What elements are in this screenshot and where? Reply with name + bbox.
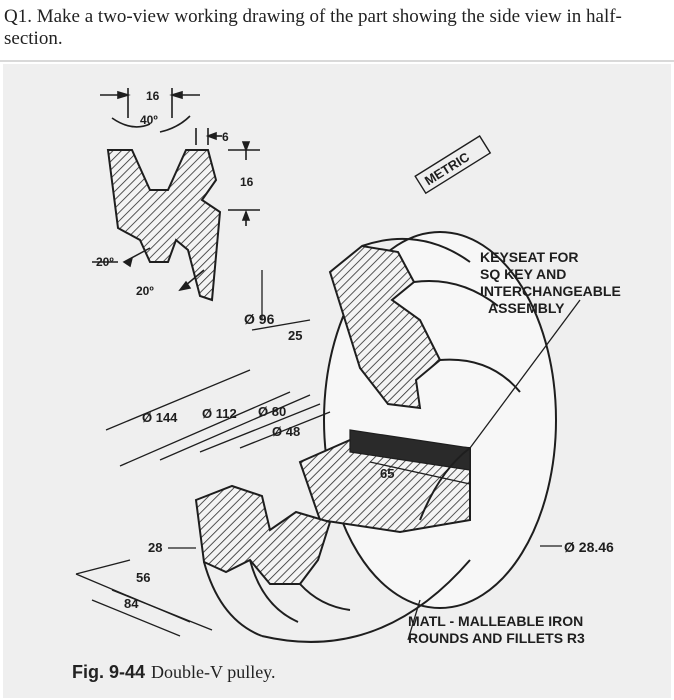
dim-d48: Ø 48 (272, 424, 300, 439)
dim-d96: Ø 96 (244, 311, 275, 327)
question-divider (0, 60, 674, 62)
dim-d144: Ø 144 (142, 410, 178, 425)
groove-angle-marks (92, 247, 205, 292)
pulley-dimension-lines (75, 270, 581, 641)
keyseat (349, 429, 471, 471)
dim-top-width: 16 (146, 89, 160, 103)
dim-d112: Ø 112 (202, 406, 237, 421)
groove-section-shape (106, 149, 222, 302)
dim-d28-46: Ø 28.46 (564, 539, 614, 555)
figure-title: Double-V pulley. (151, 662, 276, 682)
material-note: MATL - MALLEABLE IRON ROUNDS AND FILLETS… (408, 613, 585, 646)
dim-flat: 6 (222, 130, 229, 144)
dim-25: 25 (288, 328, 302, 343)
question-text: Q1. Make a two-view working drawing of t… (4, 6, 622, 49)
keyseat-note: KEYSEAT FOR SQ KEY AND INTERCHANGEABLE A… (480, 249, 621, 316)
svg-text:MATL - MALLEABLE IRON: MATL - MALLEABLE IRON (408, 613, 583, 629)
figure-number: Fig. 9-44 (72, 662, 146, 682)
dim-d80: Ø 80 (258, 404, 286, 419)
svg-text:SQ KEY AND: SQ KEY AND (480, 266, 566, 282)
dim-28: 28 (148, 540, 162, 555)
groove-detail (100, 88, 260, 226)
metric-stamp: METRIC (414, 135, 492, 195)
pulley-isometric (194, 231, 557, 643)
svg-text:ROUNDS AND FILLETS R3: ROUNDS AND FILLETS R3 (408, 630, 585, 646)
dim-groove-angle: 40º (140, 113, 158, 127)
dim-65: 65 (380, 466, 394, 481)
svg-text:ASSEMBLY: ASSEMBLY (488, 300, 565, 316)
svg-text:INTERCHANGEABLE: INTERCHANGEABLE (480, 283, 621, 299)
dim-56: 56 (136, 570, 150, 585)
lower-rims (194, 484, 332, 585)
svg-text:KEYSEAT FOR: KEYSEAT FOR (480, 249, 579, 265)
dim-84: 84 (124, 596, 139, 611)
dim-lower-angle: 20º (136, 284, 154, 298)
dim-left-angle: 20º (96, 255, 114, 269)
dim-depth: 16 (240, 175, 254, 189)
